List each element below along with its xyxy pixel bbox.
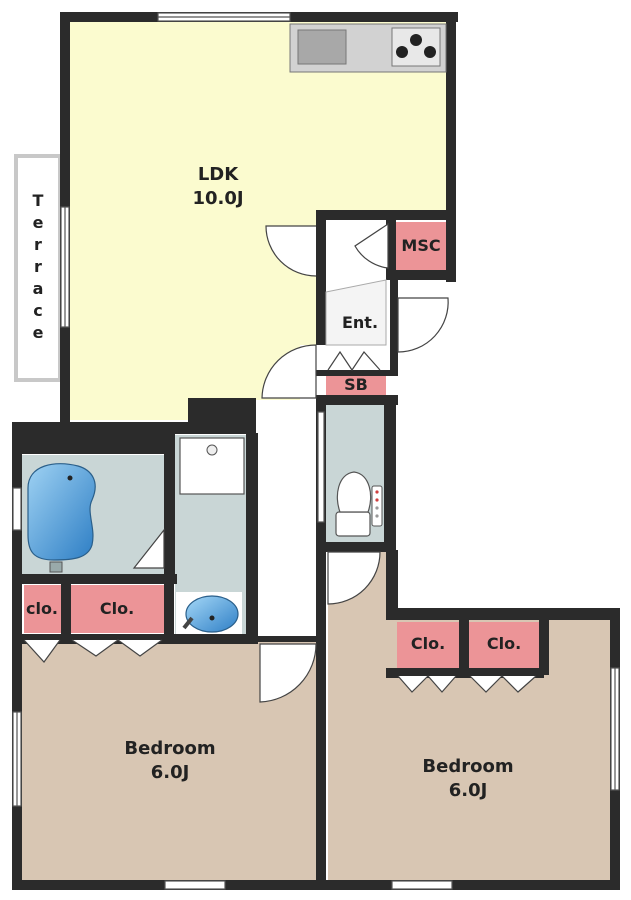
toilet-icon — [335, 471, 383, 537]
svg-text:T: T — [33, 191, 44, 210]
closet-doors — [23, 350, 537, 693]
bedroom-right-size: 6.0J — [449, 780, 488, 801]
entrance-label: Ent. — [342, 313, 378, 332]
clo-right2-box — [469, 622, 539, 670]
window-bath — [12, 487, 22, 531]
bathtub-icon — [27, 463, 96, 573]
sink-icon — [297, 29, 347, 65]
kitchen-counter — [289, 23, 447, 73]
svg-text:c: c — [33, 301, 42, 320]
bedroom-left-size: 6.0J — [151, 762, 190, 783]
door-bath — [132, 528, 165, 569]
clo-right1-label: Clo. — [411, 634, 445, 653]
svg-text:r: r — [34, 235, 42, 254]
svg-text:r: r — [34, 257, 42, 276]
window-bedroom-left-bottom — [164, 880, 226, 890]
door-entrance — [397, 297, 449, 353]
hallway-floor — [256, 400, 318, 640]
door-ldk — [265, 225, 317, 277]
ldk-size: 10.0J — [192, 188, 243, 209]
entrance-step — [325, 279, 387, 346]
windows — [12, 12, 620, 890]
wash-basin-icon — [176, 592, 242, 634]
svg-text:a: a — [33, 279, 44, 298]
doors — [132, 222, 449, 703]
window-toilet — [317, 411, 325, 523]
clo-right2-label: Clo. — [487, 634, 521, 653]
bedroom-right-floor — [328, 552, 610, 880]
clo-right1-box — [397, 622, 459, 670]
door-bedroom-right — [327, 551, 381, 605]
bedroom-left-label: Bedroom — [124, 738, 215, 759]
bedroom-right-label: Bedroom — [422, 756, 513, 777]
terrace-label: T e r r a c e — [33, 191, 44, 342]
ldk-label: LDK — [198, 164, 239, 185]
svg-text:e: e — [33, 323, 44, 342]
clo-left-label: Clo. — [100, 599, 134, 618]
svg-text:e: e — [33, 213, 44, 232]
sb-label: SB — [344, 375, 368, 394]
msc-label: MSC — [401, 236, 440, 255]
door-bedroom-left — [259, 643, 317, 703]
window-bedroom-right-bottom — [391, 880, 453, 890]
door-hall-upper — [261, 344, 317, 399]
ldk-floor — [70, 20, 450, 420]
clo-small-label: clo. — [26, 599, 58, 618]
msc-box — [396, 222, 446, 270]
clo-small-box — [24, 585, 61, 633]
clo-left-box — [71, 585, 164, 633]
washer-icon — [179, 437, 245, 495]
door-msc — [354, 222, 389, 269]
sb-box — [326, 372, 386, 397]
